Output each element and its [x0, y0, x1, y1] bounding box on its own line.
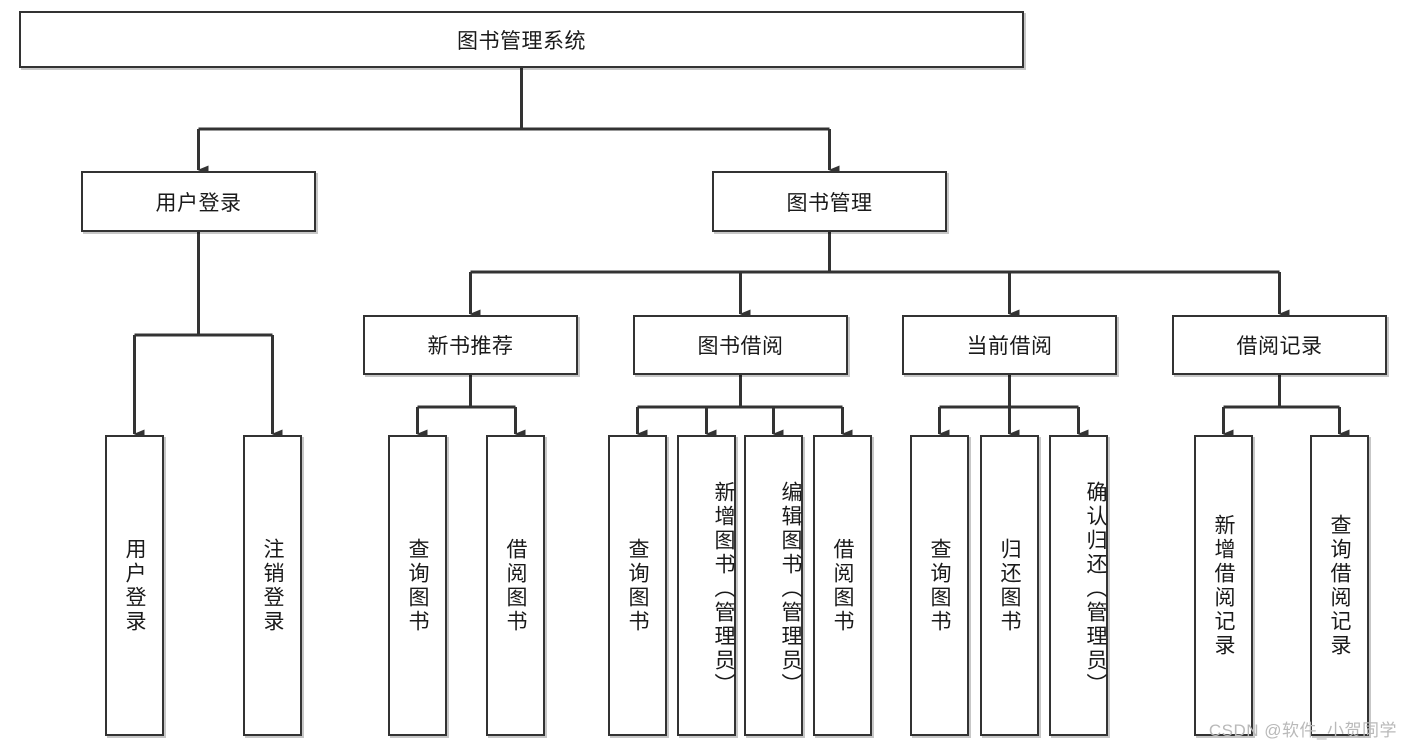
node-label: 借阅图书 [831, 537, 854, 634]
node-leaf-edit-book[interactable]: 编辑图书（管理员） [744, 435, 803, 736]
node-leaf-query-book-3[interactable]: 查询图书 [910, 435, 969, 736]
node-label: 查询图书 [626, 537, 649, 634]
node-label: 编辑图书（管理员） [779, 480, 802, 697]
node-label: 图书管理系统 [457, 29, 586, 53]
node-label: 查询图书 [406, 537, 429, 634]
node-label: 用户登录 [155, 191, 242, 215]
node-leaf-query-book-2[interactable]: 查询图书 [608, 435, 667, 736]
node-book-borrow[interactable]: 图书借阅 [633, 315, 848, 375]
node-root[interactable]: 图书管理系统 [19, 11, 1024, 68]
node-label: 新书推荐 [427, 335, 514, 358]
node-leaf-add-record[interactable]: 新增借阅记录 [1194, 435, 1253, 736]
node-current-borrow[interactable]: 当前借阅 [902, 315, 1117, 375]
node-leaf-confirm-return[interactable]: 确认归还（管理员） [1049, 435, 1108, 736]
node-leaf-user-logout[interactable]: 注销登录 [243, 435, 302, 736]
node-label: 当前借阅 [966, 335, 1053, 358]
node-leaf-user-login[interactable]: 用户登录 [105, 435, 164, 736]
node-leaf-borrow-book-1[interactable]: 借阅图书 [486, 435, 545, 736]
node-borrow-record[interactable]: 借阅记录 [1172, 315, 1387, 375]
node-label: 查询借阅记录 [1328, 513, 1351, 658]
node-label: 借阅记录 [1236, 335, 1323, 358]
node-label: 借阅图书 [504, 537, 527, 634]
node-book-manage[interactable]: 图书管理 [712, 171, 947, 232]
node-label: 用户登录 [123, 537, 146, 634]
node-leaf-borrow-book-2[interactable]: 借阅图书 [813, 435, 872, 736]
node-new-book-recommend[interactable]: 新书推荐 [363, 315, 578, 375]
node-label: 查询图书 [928, 537, 951, 634]
node-label: 新增借阅记录 [1212, 513, 1235, 658]
node-leaf-query-record[interactable]: 查询借阅记录 [1310, 435, 1369, 736]
node-label: 图书借阅 [697, 335, 784, 358]
node-label: 图书管理 [786, 191, 873, 215]
node-label: 归还图书 [998, 537, 1021, 634]
node-label: 确认归还（管理员） [1084, 480, 1107, 697]
node-label: 新增图书（管理员） [712, 480, 735, 697]
node-leaf-return-book[interactable]: 归还图书 [980, 435, 1039, 736]
node-leaf-add-book[interactable]: 新增图书（管理员） [677, 435, 736, 736]
node-label: 注销登录 [261, 537, 284, 634]
node-leaf-query-book-1[interactable]: 查询图书 [388, 435, 447, 736]
node-user-login[interactable]: 用户登录 [81, 171, 316, 232]
